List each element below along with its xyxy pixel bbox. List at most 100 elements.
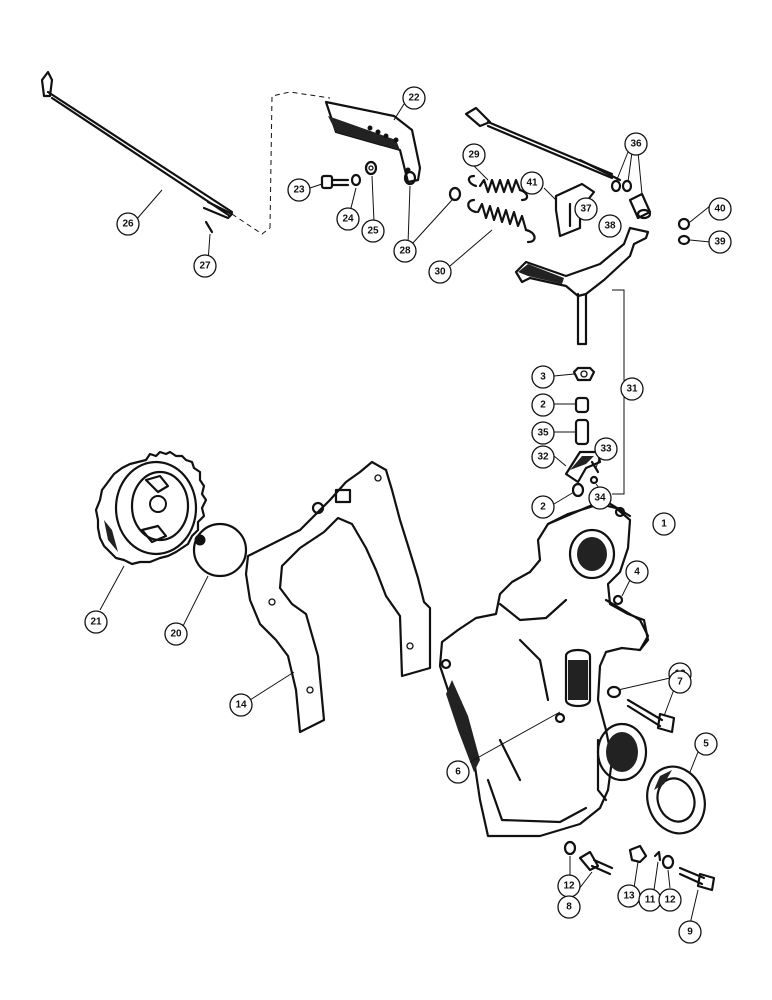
nut-13 [628,844,648,864]
callout-label: 37 [580,204,592,215]
callout: 22 [402,86,426,110]
callout-label: 25 [367,226,379,237]
callout: 23 [287,178,311,202]
return-spring-large [467,198,536,244]
assembly-line [269,91,331,229]
nut-small [677,217,691,231]
callout-label: 7 [677,677,683,688]
nut [364,160,378,176]
callout-label: 20 [170,629,182,640]
callout-label: 29 [468,150,480,161]
lock-washer [350,173,362,187]
callout-label: 2 [540,400,546,411]
washer-12-right [661,854,675,870]
callout: 38 [598,214,622,238]
callout: 35 [531,421,555,445]
callout: 3 [531,365,555,389]
callout: 27 [193,254,217,278]
callout-label: 24 [342,214,354,225]
callout-label: 36 [630,139,642,150]
callout: 33 [594,437,618,461]
callout: 9 [678,920,702,944]
callout-label: 34 [594,493,606,504]
pin-33 [590,460,600,474]
callout-label: 9 [687,927,693,938]
bushing-lower [571,482,585,498]
ball-34 [589,475,599,485]
rod-nut-pair [610,179,633,193]
bolt-8 [578,850,614,876]
callout-label: 3 [540,372,546,383]
callout: 7 [668,670,692,694]
callout-label: 35 [537,428,549,439]
nut-pair [403,170,462,202]
oil-seal [646,765,706,835]
callout-label: 12 [664,895,676,906]
callout-label: 28 [399,246,411,257]
callout: 20 [164,622,188,646]
callout-label: 1 [661,519,667,530]
callout: 31 [620,377,644,401]
bolt-7 [626,698,676,734]
callout-label: 4 [634,567,640,578]
lock-washer-11 [653,850,662,862]
callout-label: 23 [293,185,305,196]
callout-label: 41 [526,178,538,189]
callout: 40 [708,197,732,221]
callout: 14 [229,693,253,717]
governor-lever [514,226,650,346]
callout: 12 [658,888,682,912]
callout: 32 [531,445,555,469]
callout-label: 39 [714,237,726,248]
washer-12-upper [606,685,622,699]
swivel-pin [628,192,652,220]
callout-label: 22 [408,93,420,104]
callout-label: 31 [626,384,638,395]
timing-gear-housing [438,498,650,838]
callout: 12 [557,874,581,898]
return-spring-small [467,174,529,202]
bolt [320,174,350,190]
callout-label: 2 [540,502,546,513]
sleeve [574,418,590,446]
callout: 1 [652,512,676,536]
callout-label: 27 [199,261,211,272]
callout: 13 [617,884,641,908]
callout-label: 26 [122,219,134,230]
callout: 11 [638,888,662,912]
callout-label: 11 [645,895,656,906]
callout-label: 5 [703,739,709,750]
callout: 36 [624,132,648,156]
callout-label: 33 [600,444,612,455]
lever-arm [324,100,422,184]
callout: 29 [462,143,486,167]
callout: 6 [446,760,470,784]
cotter-pin [204,220,214,234]
washer-12-left [563,840,577,856]
washer-small [677,234,691,246]
callout-label: 30 [434,267,446,278]
callout: 2 [531,495,555,519]
nut-3 [572,366,596,382]
callout-label: 8 [566,902,572,913]
cover-plate [192,522,248,578]
callout: 39 [708,230,732,254]
callout: 34 [588,486,612,510]
callout: 24 [336,207,360,231]
callout: 25 [361,219,385,243]
camshaft-gear [94,450,208,566]
callout: 8 [557,895,581,919]
callout: 41 [520,171,544,195]
callout-label: 14 [235,700,247,711]
callout: 4 [625,560,649,584]
callout: 21 [84,610,108,634]
leader-lines [99,103,711,925]
callout: 28 [393,239,417,263]
callout-label: 13 [623,891,635,902]
callout: 30 [428,260,452,284]
callout-label: 38 [604,221,616,232]
governor-arm [564,450,602,484]
callout: 37 [574,197,598,221]
callout-label: 21 [90,617,102,628]
